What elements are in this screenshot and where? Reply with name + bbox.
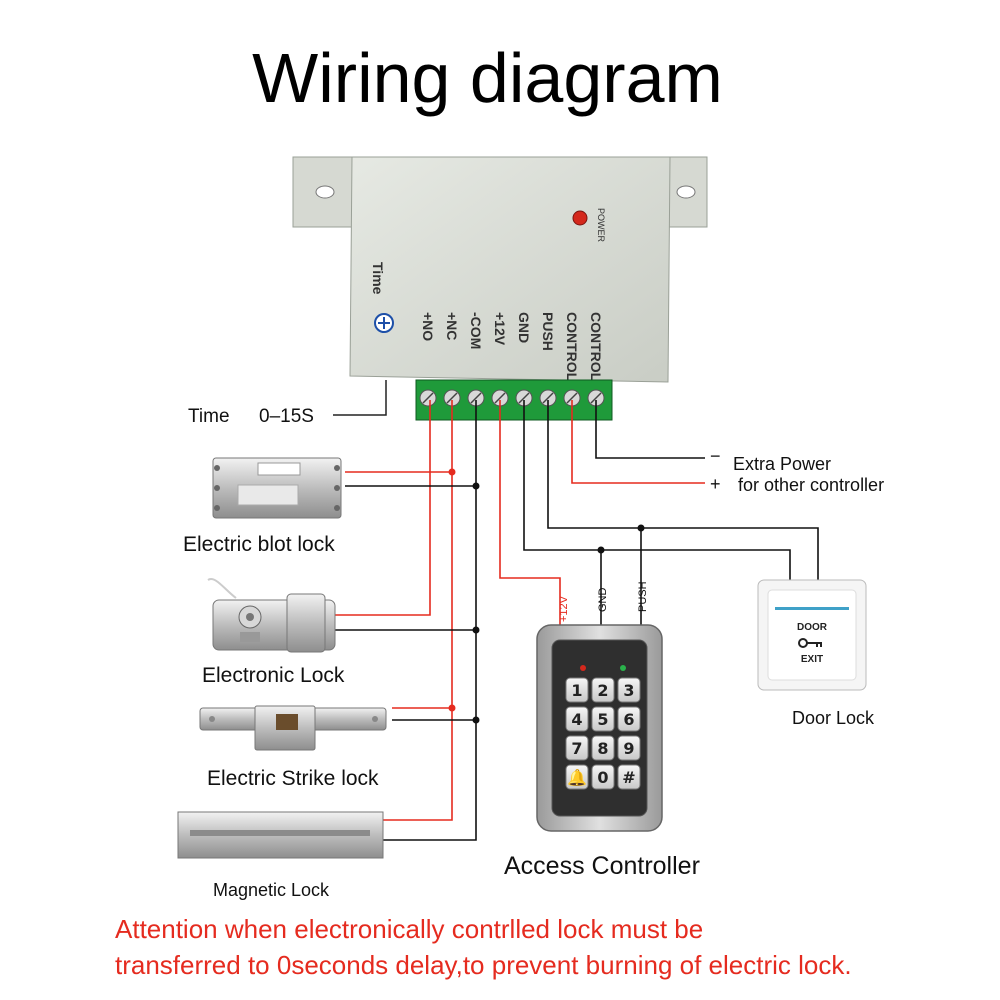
wire-control-plus <box>571 400 705 484</box>
key-icon <box>798 638 822 648</box>
door-button-line2: EXIT <box>801 654 823 665</box>
terminal-screw-slot <box>566 392 578 404</box>
wire-nc <box>383 400 453 821</box>
door-exit-button-image: DOOR EXIT <box>757 579 867 691</box>
wire-no <box>330 400 431 616</box>
keypad-wire-gnd: GND <box>597 588 609 613</box>
terminal-label: +NO <box>420 312 436 341</box>
keypad-key-label: 6 <box>623 710 634 729</box>
wires <box>330 400 819 841</box>
keypad-key <box>591 735 615 761</box>
wire-com <box>383 400 477 841</box>
attention-line-2: transferred to 0seconds delay,to prevent… <box>115 950 852 980</box>
terminal-label: +12V <box>492 312 508 346</box>
keypad-key <box>617 706 641 732</box>
wire-12v <box>499 400 561 625</box>
keypad-key-label: 0 <box>597 768 608 787</box>
terminal-label: CONTROL- <box>588 312 604 386</box>
keypad-wire-12v: +12V <box>558 595 570 622</box>
terminal-label: +NC <box>444 312 460 340</box>
extra-power-plus: + <box>710 474 721 494</box>
terminal-screws <box>419 389 605 407</box>
time-pointer-line <box>333 380 387 416</box>
time-note-value: 0–15S <box>259 406 314 427</box>
caption-access-controller: Access Controller <box>504 852 700 880</box>
keypad-key-label: # <box>622 768 635 787</box>
electronic-lock-image <box>207 578 336 653</box>
power-led <box>572 210 588 226</box>
time-note-label: Time <box>188 406 230 427</box>
time-knob-label: Time <box>370 262 386 295</box>
junction-dots <box>448 468 645 724</box>
terminal-label: PUSH <box>540 312 556 351</box>
terminal-labels: +NO +NC -COM +12V GND PUSH CONTROL+ CONTROL- <box>420 312 604 389</box>
terminal-label: GND <box>516 312 532 343</box>
keypad-key <box>591 764 615 790</box>
keypad-key-label: 3 <box>623 681 634 700</box>
keypad-wire-push: PUSH <box>637 581 649 612</box>
terminal-screw-slot <box>542 392 554 404</box>
terminal-label: CONTROL+ <box>564 312 580 389</box>
keypad-key <box>617 677 641 703</box>
wire-control-minus <box>595 400 705 459</box>
mount-hole-left <box>315 185 335 199</box>
time-knob-icon <box>374 313 394 333</box>
terminal-screw-slot <box>470 392 482 404</box>
module-body <box>349 156 671 383</box>
terminal-screw-slot <box>494 392 506 404</box>
keypad-key <box>565 735 589 761</box>
terminal-screw-slot <box>590 392 602 404</box>
electric-strike-lock-image <box>199 705 387 751</box>
control-module: POWER Time +NO +NC -COM +12V GND PUSH CONTROL+… <box>292 156 708 421</box>
caption-magnetic-lock: Magnetic Lock <box>213 880 330 900</box>
keypad-key-label: 1 <box>571 681 582 700</box>
terminal-screw-slot <box>446 392 458 404</box>
keypad-key-label: 2 <box>597 681 608 700</box>
door-button-line1: DOOR <box>797 622 828 633</box>
wire-gnd <box>523 400 791 582</box>
keypad-key <box>617 764 641 790</box>
terminal-label: -COM <box>468 312 484 349</box>
keypad-key-label: 8 <box>597 739 608 758</box>
keypad-key-label: 🔔 <box>567 768 587 787</box>
keypad-key <box>617 735 641 761</box>
power-label: POWER <box>596 208 606 243</box>
keypad-key-label: 7 <box>571 739 582 758</box>
wire-push <box>547 400 819 582</box>
extra-power-minus: − <box>710 446 721 466</box>
caption-electric-bolt-lock: Electric blot lock <box>183 533 335 556</box>
keypad-key-label: 9 <box>623 739 634 758</box>
keypad-key <box>591 677 615 703</box>
terminal-screw-slot <box>422 392 434 404</box>
caption-door-lock: Door Lock <box>792 708 875 728</box>
extra-power-line1: Extra Power <box>733 454 831 474</box>
terminal-screw-slot <box>518 392 530 404</box>
keypad-key <box>565 706 589 732</box>
attention-line-1: Attention when electronically contrlled … <box>115 914 704 944</box>
keypad-key-label: 5 <box>597 710 608 729</box>
magnetic-lock-image <box>177 811 384 859</box>
extra-power-line2: for other controller <box>738 475 884 495</box>
mount-hole-right <box>676 185 696 199</box>
caption-electric-strike-lock: Electric Strike lock <box>207 767 379 790</box>
keypad-key <box>565 764 589 790</box>
electric-bolt-lock-image <box>212 457 342 519</box>
diagram-title: Wiring diagram <box>252 39 723 117</box>
keypad-key <box>565 677 589 703</box>
keypad-key <box>591 706 615 732</box>
keypad-key-label: 4 <box>571 710 582 729</box>
caption-electronic-lock: Electronic Lock <box>202 664 345 687</box>
